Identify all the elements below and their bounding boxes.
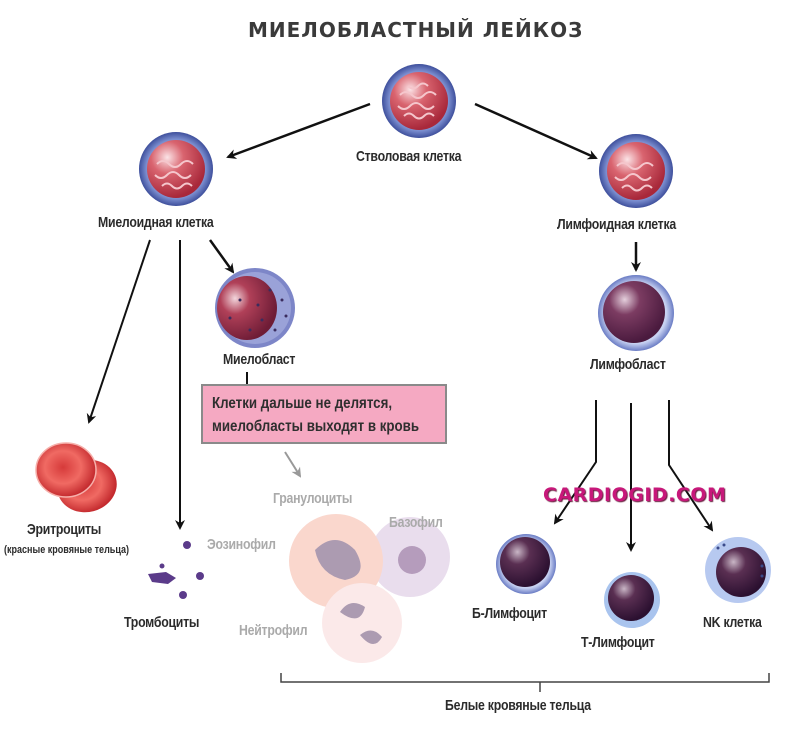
label-lymphoblast: Лимфобласт	[590, 356, 666, 373]
note-box: Клетки дальше не делятся, миелобласты вы…	[201, 384, 447, 444]
nk-cell-image	[705, 537, 771, 603]
platelets-image	[148, 541, 204, 599]
white-cells-bracket	[280, 673, 770, 683]
label-granulocytes: Гранулоциты	[273, 490, 353, 507]
note-line-1: Клетки дальше не делятся,	[212, 395, 393, 412]
arrow-note-to-granulocytes	[284, 451, 302, 478]
label-nk-cell: NK клетка	[703, 614, 762, 631]
arrow-lymphoblast-to-nk-cell	[668, 400, 714, 532]
label-myeloblast: Миелобласт	[223, 351, 296, 368]
page-title: МИЕЛОБЛАСТНЫЙ ЛЕЙКОЗ	[248, 18, 584, 42]
t-lymphocyte-image	[604, 572, 660, 628]
label-erythrocytes-sub: (красные кровяные тельца)	[4, 544, 130, 556]
myeloblast-image	[215, 268, 295, 348]
label-platelets: Тромбоциты	[124, 614, 200, 631]
myeloid-cell-image	[139, 132, 213, 206]
arrow-lymphoblast-to-b-lymphocyte	[553, 400, 597, 525]
lymphoid-cell-image	[599, 134, 673, 208]
b-lymphocyte-image	[496, 534, 556, 594]
watermark: CARDIOGID.COM	[543, 484, 727, 506]
label-stem-cell: Стволовая клетка	[356, 148, 462, 165]
lymphoblast-image	[598, 275, 674, 351]
erythrocytes-image	[35, 442, 117, 513]
note-line-2: миелобласты выходят в кровь	[212, 418, 420, 435]
label-erythrocytes: Эритроциты	[27, 521, 102, 538]
label-lymphoid-cell: Лимфоидная клетка	[557, 216, 676, 233]
label-eosinophil: Эозинофил	[207, 536, 276, 553]
label-neutrophil: Нейтрофил	[239, 622, 308, 639]
arrow-myeloid-to-erythrocytes	[86, 239, 151, 424]
label-t-lymphocyte: Т-Лимфоцит	[581, 634, 655, 651]
label-myeloid-cell: Миелоидная клетка	[98, 214, 214, 231]
granulocytes-image	[289, 514, 450, 663]
label-b-lymphocyte: Б-Лимфоцит	[472, 605, 547, 622]
arrow-stem-to-lymphoid	[474, 102, 598, 160]
arrow-stem-to-myeloid	[226, 102, 371, 159]
label-white-blood-cells: Белые кровяные тельца	[445, 697, 591, 714]
arrow-myeloid-to-myeloblast	[208, 239, 235, 274]
label-basophil: Базофил	[389, 514, 443, 531]
stem-cell-image	[382, 64, 456, 138]
